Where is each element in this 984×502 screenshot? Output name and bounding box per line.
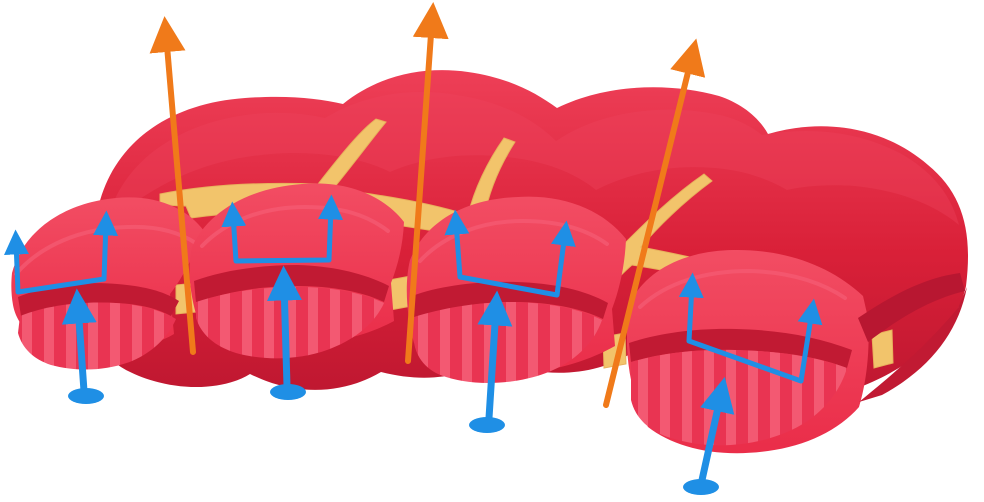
tissue-diagram	[0, 0, 984, 502]
illustration-canvas	[0, 0, 984, 502]
